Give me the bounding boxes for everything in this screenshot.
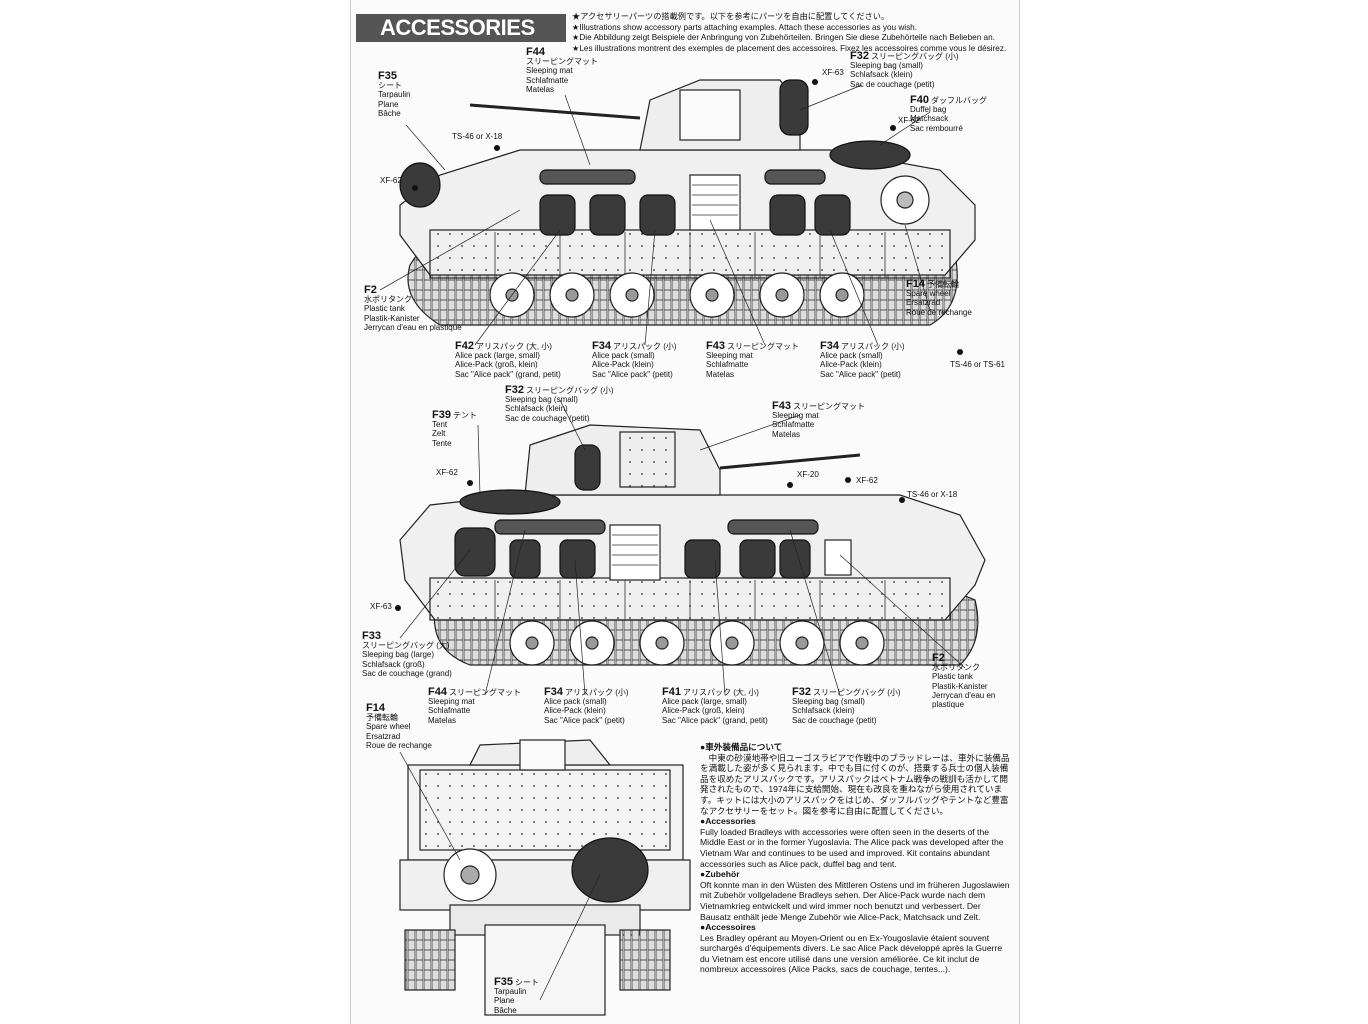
notes-fr-heading: ●Accessoires xyxy=(700,922,756,933)
paint-xf62a-mid: XF-62 xyxy=(436,468,458,477)
notes-fr-text: Les Bradley opérant au Moyen-Orient ou e… xyxy=(700,932,1003,975)
intro-line-jp: ★アクセサリーパーツの搭載例です。以下を参考にパーツを自由に配置してください。 xyxy=(572,12,890,21)
rear-vehicle xyxy=(399,739,691,1016)
intro-line-en: ★Illustrations show accessory parts atta… xyxy=(572,22,918,32)
paint-ts46x18-top: TS-46 or X-18 xyxy=(452,132,503,141)
paint-xf20-mid: XF-20 xyxy=(797,470,819,479)
notes-jp-heading: ●車外装備品について xyxy=(700,742,783,752)
paint-xf62b-mid: XF-62 xyxy=(856,476,878,485)
paint-ts46x18-mid: TS-46 or X-18 xyxy=(907,490,958,499)
notes-de-heading: ●Zubehör xyxy=(700,869,740,880)
paint-xf62b-top: XF-62 xyxy=(898,116,920,125)
intro-line-de: ★Die Abbildung zeigt Beispiele der Anbri… xyxy=(572,33,995,42)
paint-xf63-top: XF-63 xyxy=(822,68,844,77)
intro-text: ★アクセサリーパーツの搭載例です。以下を参考にパーツを自由に配置してください。 … xyxy=(572,12,1012,54)
paint-xf62a-top: XF-62 xyxy=(380,176,402,185)
intro-line-fr: ★Les illustrations montrent des exemples… xyxy=(572,43,1007,53)
notes-en-text: Fully loaded Bradleys with accessories w… xyxy=(700,826,1004,869)
middle-vehicle xyxy=(399,424,986,666)
paint-xf63-mid: XF-63 xyxy=(370,602,392,611)
notes-en-heading: ●Accessories xyxy=(700,816,756,827)
notes-jp-text: 中東の砂漠地帯や旧ユーゴスラビアで作戦中のブラッドレーは、車外に装備品を満載した… xyxy=(700,752,1010,816)
top-vehicle xyxy=(399,79,976,326)
page-title: ACCESSORIES xyxy=(356,14,566,42)
notes-de-text: Oft konnte man in den Wüsten des Mittler… xyxy=(700,879,1010,922)
accessory-notes: ●車外装備品について 中東の砂漠地帯や旧ユーゴスラビアで作戦中のブラッドレーは、… xyxy=(700,742,1012,975)
paint-ts46ts61-top: TS-46 or TS-61 xyxy=(950,360,1005,369)
